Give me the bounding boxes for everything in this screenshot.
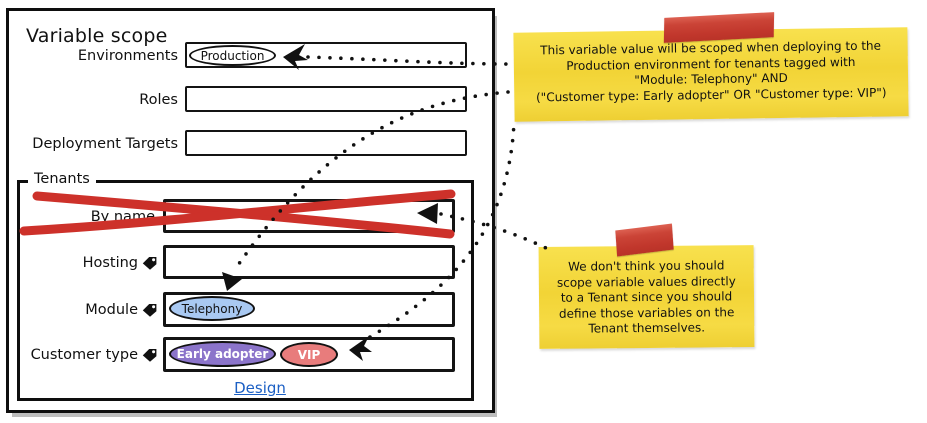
tag-icon <box>142 304 157 317</box>
tag-icon <box>142 349 157 362</box>
customer-type-chip-early-adopter[interactable]: Early adopter <box>169 341 276 367</box>
customer-type-chip-vip[interactable]: VIP <box>280 342 338 367</box>
customer-type-label: Customer type <box>25 347 158 363</box>
page-title: Variable scope <box>26 25 168 47</box>
sticky-note-tenant-warning-text: We don't think you should scope variable… <box>556 258 736 336</box>
by-name-input[interactable] <box>163 199 455 233</box>
sticky-note-tenant-warning: We don't think you should scope variable… <box>538 245 755 349</box>
hosting-label: Hosting <box>55 255 158 271</box>
deployment-targets-input[interactable] <box>185 130 467 156</box>
tenants-legend: Tenants <box>28 171 96 187</box>
roles-input[interactable] <box>185 86 467 112</box>
tag-icon <box>142 257 157 270</box>
module-label: Module <box>55 302 158 318</box>
environment-chip-production[interactable]: Production <box>189 45 276 66</box>
deployment-targets-label: Deployment Targets <box>32 136 178 152</box>
module-chip-telephony[interactable]: Telephony <box>169 296 255 321</box>
by-name-label: By name <box>90 209 155 225</box>
design-link[interactable]: Design <box>234 379 286 397</box>
hosting-input[interactable] <box>163 245 455 279</box>
sticky-note-scoping: This variable value will be scoped when … <box>513 27 909 122</box>
environments-label: Environments <box>77 48 178 64</box>
roles-label: Roles <box>139 92 178 108</box>
